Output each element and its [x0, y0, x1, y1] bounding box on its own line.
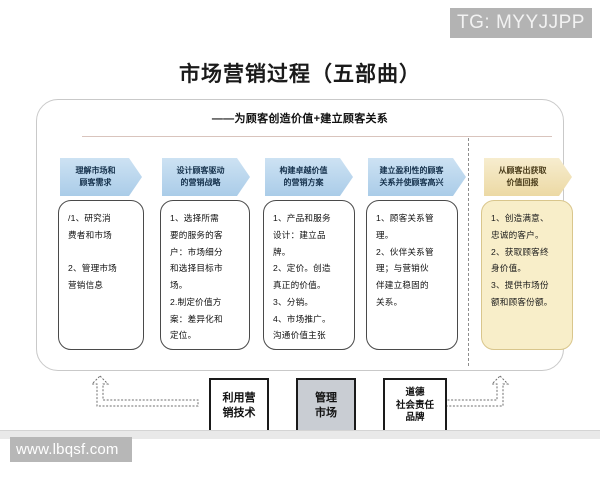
bottom-strip: [0, 430, 600, 439]
step-chevron-4-line1: 建立盈利性的顾客: [379, 166, 444, 176]
step-chevron-2-line1: 设计顾客驱动: [176, 166, 225, 176]
card-2-line-4: 和选择目标市: [170, 263, 223, 274]
card-2-line-7: 案：差异化和: [170, 313, 223, 324]
card-4-line-2: 理。: [376, 229, 394, 240]
bottom-box-1-line1: 利用营: [222, 392, 256, 405]
bottom-box-ethics-brand: 道德 社会责任 品牌: [383, 378, 447, 434]
step-chevron-3: 构建卓越价值 的营销方案: [265, 158, 353, 196]
card-2-line-6: 2.制定价值方: [170, 296, 222, 307]
card-4-line-4: 理；与营销伙: [376, 263, 429, 274]
card-3-line-7: 4、市场推广。: [273, 313, 331, 324]
card-3-line-6: 3、分销。: [273, 296, 314, 307]
step-chevron-1: 理解市场和 顾客需求: [60, 158, 142, 196]
step-chevron-1-line1: 理解市场和: [75, 166, 116, 176]
page-title: 市场营销过程（五部曲）: [179, 63, 421, 86]
step-card-5: 1、创造满意、 忠诚的客户。 2、获取顾客终 身价值。 3、提供市场份 额和顾客…: [481, 200, 573, 350]
card-1-line-1: /1、研究消: [68, 213, 111, 223]
bottom-box-1-line2: 销技术: [222, 407, 256, 419]
bottom-box-2-line1: 管理: [315, 392, 337, 405]
page-subtitle: ——为顾客创造价值+建立顾客关系: [211, 113, 389, 125]
step-card-3: 1、产品和服务 设计：建立品 牌。 2、定价。创造 真正的价值。 3、分销。 4…: [263, 200, 355, 350]
card-4-line-3: 2、伙伴关系管: [376, 246, 434, 257]
step-chevron-3-line2: 的营销方案: [283, 178, 324, 187]
card-4-line-6: 关系。: [376, 296, 403, 307]
card-5-line-5: 3、提供市场份: [491, 280, 549, 290]
card-5-line-3: 2、获取顾客终: [491, 246, 549, 257]
card-5-line-1: 1、创造满意、: [491, 213, 549, 223]
step-chevron-5-line1: 从顾客出获取: [498, 166, 547, 176]
bottom-box-marketing-tech: 利用营 销技术: [209, 378, 269, 434]
bottom-box-3-line2: 社会责任: [395, 399, 434, 411]
bottom-box-2-line2: 市场: [315, 407, 337, 419]
card-5-line-6: 额和顾客份额。: [491, 296, 553, 307]
card-1-line-3: [68, 244, 135, 261]
step-chevron-5-line2: 价值回报: [506, 178, 539, 187]
card-5-line-4: 身价值。: [491, 263, 527, 274]
bottom-box-manage-market: 管理 市场: [296, 378, 356, 434]
card-3-line-1: 1、产品和服务: [273, 213, 331, 223]
card-2-line-2: 要的服务的客: [170, 229, 223, 240]
card-1-line-5: 营销信息: [68, 280, 104, 290]
vertical-dashed-divider: [468, 138, 469, 366]
step-chevron-2: 设计顾客驱动 的营销战略: [162, 158, 250, 196]
card-3-line-5: 真正的价值。: [273, 280, 326, 290]
step-chevron-3-line1: 构建卓越价值: [279, 166, 328, 176]
step-chevron-1-line2: 顾客需求: [79, 178, 112, 187]
bottom-box-3-line3: 品牌: [405, 412, 425, 424]
step-chevron-5: 从顾客出获取 价值回报: [484, 158, 572, 196]
site-watermark: www.lbqsf.com: [10, 437, 132, 462]
card-3-line-2: 设计：建立品: [273, 229, 326, 240]
card-1-line-4: 2、管理市场: [68, 263, 117, 274]
card-5-line-2: 忠诚的客户。: [491, 229, 544, 240]
card-2-line-8: 定位。: [170, 330, 197, 341]
tg-watermark-badge: TG: MYYJJPP: [450, 8, 592, 38]
card-4-line-5: 伴建立稳固的: [376, 280, 429, 290]
step-chevron-2-line2: 的营销战略: [180, 178, 221, 187]
card-2-line-3: 户：市场细分: [170, 246, 223, 257]
step-chevron-4-line2: 关系并使顾客高兴: [379, 178, 444, 187]
bottom-box-3-line1: 道德: [405, 386, 425, 398]
card-1-line-2: 费者和市场: [68, 229, 112, 240]
step-chevron-4: 建立盈利性的顾客 关系并使顾客高兴: [368, 158, 466, 196]
step-card-1: /1、研究消 费者和市场 2、管理市场 营销信息: [58, 200, 144, 350]
step-card-4: 1、顾客关系管 理。 2、伙伴关系管 理；与营销伙 伴建立稳固的 关系。: [366, 200, 458, 350]
step-card-2: 1、选择所需 要的服务的客 户：市场细分 和选择目标市 场。 2.制定价值方 案…: [160, 200, 250, 350]
feedback-arrow-left-icon: [90, 375, 199, 407]
card-3-line-3: 牌。: [273, 246, 291, 257]
card-2-line-5: 场。: [170, 280, 188, 290]
card-2-line-1: 1、选择所需: [170, 213, 219, 223]
card-3-line-4: 2、定价。创造: [273, 263, 331, 274]
card-3-line-8: 沟通价值主张: [273, 330, 326, 341]
card-4-line-1: 1、顾客关系管: [376, 213, 434, 223]
horizontal-divider: [82, 136, 552, 137]
